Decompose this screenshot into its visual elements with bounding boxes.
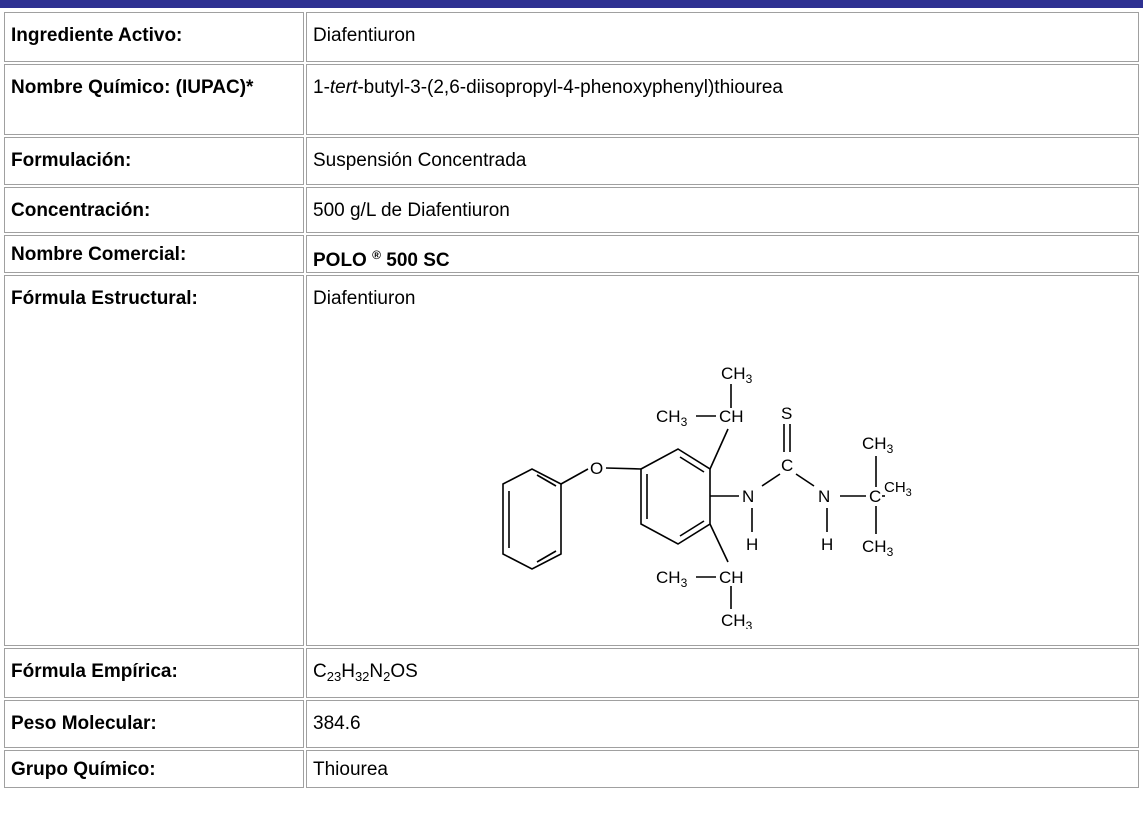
registered-mark: ® bbox=[372, 248, 381, 262]
atom-ch3-tbu-top: CH3 bbox=[862, 434, 894, 456]
atom-h1: H bbox=[746, 535, 758, 554]
central-double-1 bbox=[679, 456, 705, 473]
label-ingredient: Ingrediente Activo: bbox=[4, 12, 304, 62]
label-trade-name: Nombre Comercial: bbox=[4, 235, 304, 273]
row-chemical-group: Grupo Químico: Thiourea bbox=[4, 750, 1139, 788]
chem-suffix: -butyl-3-(2,6-diisopropyl-4-phenoxypheny… bbox=[357, 77, 783, 98]
atom-n2: N bbox=[818, 487, 830, 506]
formula-n-count: 2 bbox=[383, 669, 391, 684]
phenyl-ring bbox=[502, 468, 562, 570]
bond-c-n2 bbox=[795, 473, 815, 487]
top-color-bar bbox=[0, 0, 1143, 8]
label-weight: Peso Molecular: bbox=[4, 700, 304, 748]
label-concentration: Concentración: bbox=[4, 187, 304, 233]
row-structural-formula: Fórmula Estructural: Diafentiuron bbox=[4, 275, 1139, 646]
atom-ch3-bottom: CH3 bbox=[721, 611, 753, 629]
phenyl-double-2 bbox=[536, 550, 557, 563]
structure-diagram: O CH3 CH3 CH CH3 CH CH3 N H S C N H CH3 … bbox=[502, 364, 912, 629]
central-double-3 bbox=[679, 520, 705, 537]
label-structural: Fórmula Estructural: bbox=[4, 275, 304, 646]
value-concentration: 500 g/L de Diafentiuron bbox=[306, 187, 1139, 233]
spec-table: Ingrediente Activo: Diafentiuron Nombre … bbox=[2, 10, 1141, 790]
row-formulation: Formulación: Suspensión Concentrada bbox=[4, 137, 1139, 185]
atom-ch3-top: CH3 bbox=[721, 364, 753, 386]
atom-ch3-left-top: CH3 bbox=[656, 407, 688, 429]
chem-prefix: 1- bbox=[313, 77, 330, 98]
label-chemical-name: Nombre Químico: (IUPAC)* bbox=[4, 64, 304, 135]
formula-c-count: 23 bbox=[326, 669, 342, 684]
atom-c-tbu: C bbox=[869, 487, 881, 506]
formula-n: N bbox=[369, 661, 384, 682]
atom-s: S bbox=[781, 404, 792, 423]
value-trade-name: POLO ® 500 SC bbox=[306, 235, 1139, 273]
atom-ch3-tbu-right-label: CH3 bbox=[884, 479, 912, 499]
value-ingredient: Diafentiuron bbox=[306, 12, 1139, 62]
atom-c: C bbox=[781, 456, 793, 475]
formula-h: H bbox=[341, 661, 355, 682]
value-formulation: Suspensión Concentrada bbox=[306, 137, 1139, 185]
value-group: Thiourea bbox=[306, 750, 1139, 788]
atom-ch-bottom: CH bbox=[719, 568, 744, 587]
bond-ring-o bbox=[560, 468, 589, 485]
formula-h-count: 32 bbox=[354, 669, 370, 684]
structural-name: Diafentiuron bbox=[313, 288, 416, 309]
label-group: Grupo Químico: bbox=[4, 750, 304, 788]
trade-name-text: POLO bbox=[313, 250, 367, 271]
value-weight: 384.6 bbox=[306, 700, 1139, 748]
label-formulation: Formulación: bbox=[4, 137, 304, 185]
value-chemical-name: 1-tert-butyl-3-(2,6-diisopropyl-4-phenox… bbox=[306, 64, 1139, 135]
atom-h2: H bbox=[821, 535, 833, 554]
formula-c: C bbox=[313, 661, 327, 682]
atom-ch3-tbu-bottom: CH3 bbox=[862, 537, 894, 559]
value-empirical: C23H32N2OS bbox=[306, 648, 1139, 698]
row-concentration: Concentración: 500 g/L de Diafentiuron bbox=[4, 187, 1139, 233]
atom-ch3-left-bottom: CH3 bbox=[656, 568, 688, 590]
bond-n1-c bbox=[761, 473, 781, 487]
phenyl-double-3 bbox=[536, 474, 557, 487]
bond-bottom-iso bbox=[709, 523, 729, 563]
row-trade-name: Nombre Comercial: POLO ® 500 SC bbox=[4, 235, 1139, 273]
label-empirical: Fórmula Empírica: bbox=[4, 648, 304, 698]
atom-n1: N bbox=[742, 487, 754, 506]
central-ring bbox=[640, 448, 711, 545]
bond-o-ring bbox=[605, 467, 642, 470]
atom-o: O bbox=[590, 459, 603, 478]
formula-rest: OS bbox=[390, 661, 418, 682]
row-ingredient: Ingrediente Activo: Diafentiuron bbox=[4, 12, 1139, 62]
row-chemical-name: Nombre Químico: (IUPAC)* 1-tert-butyl-3-… bbox=[4, 64, 1139, 135]
chem-italic: tert bbox=[329, 77, 358, 98]
atom-ch-top: CH bbox=[719, 407, 744, 426]
bond-lines bbox=[502, 384, 885, 609]
bond-top-iso bbox=[709, 428, 729, 470]
row-empirical-formula: Fórmula Empírica: C23H32N2OS bbox=[4, 648, 1139, 698]
trade-name-suffix: 500 SC bbox=[386, 250, 450, 271]
row-molecular-weight: Peso Molecular: 384.6 bbox=[4, 700, 1139, 748]
value-structural: Diafentiuron bbox=[306, 275, 1139, 646]
